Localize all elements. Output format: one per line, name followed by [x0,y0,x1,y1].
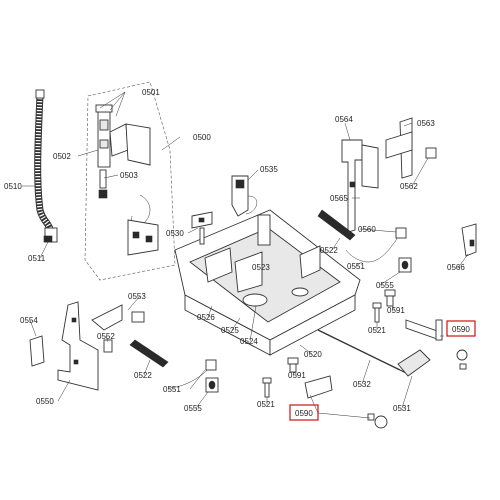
side-bracket-0562 [385,117,437,179]
label-0555-right: 0555 [376,281,394,290]
label-0530: 0530 [166,229,184,238]
label-0563: 0563 [417,119,435,128]
screw-0521-lower [262,377,272,398]
foot-0531 [397,349,431,377]
hose-clamp [43,227,58,243]
guide-rail-right [317,209,356,241]
label-0562: 0562 [400,182,418,191]
bracket-0553 [91,304,145,331]
label-0531: 0531 [393,404,411,413]
side-bracket-0565 [341,139,379,233]
support-0590-lower [304,375,388,429]
foot-0555-left [205,377,219,393]
label-0510: 0510 [4,182,22,191]
support-0590-upper [405,319,468,370]
label-0551-right: 0551 [347,262,365,271]
label-0560: 0560 [358,225,376,234]
label-0501: 0501 [142,88,160,97]
label-0554: 0554 [20,316,38,325]
label-0591-lower: 0591 [288,371,306,380]
label-0564: 0564 [335,115,353,124]
screw-0591-lower [287,357,299,373]
label-0522-left: 0522 [134,371,152,380]
label-0502: 0502 [53,152,71,161]
hinge-0566 [461,223,477,257]
cover-0554 [29,335,45,367]
label-0521-upper: 0521 [368,326,386,335]
pump-clip [191,211,213,245]
label-0565: 0565 [330,194,348,203]
highlight-box-0590-lower [289,404,319,421]
label-0520: 0520 [304,350,322,359]
assembly-outline-0500 [84,81,176,281]
label-0551-left: 0551 [163,385,181,394]
label-0535: 0535 [260,165,278,174]
label-0552: 0552 [97,332,115,341]
clip-0552 [103,339,113,353]
guide-rail-left [129,339,169,368]
label-0526: 0526 [197,313,215,322]
screw-0521-upper [372,302,382,323]
cable-harness-left [167,359,217,389]
wiring-connector [231,175,257,217]
label-0553: 0553 [128,292,146,301]
base-tub [174,209,361,356]
label-0590-upper: 0590 [452,325,470,334]
label-0500: 0500 [193,133,211,142]
drain-hose [34,89,54,239]
label-0523: 0523 [252,263,270,272]
label-0503: 0503 [120,171,138,180]
label-0522-right: 0522 [320,246,338,255]
label-0524: 0524 [240,337,258,346]
label-0525: 0525 [221,326,239,335]
cable-harness-right [345,227,407,263]
part-labels: 0501 0500 0502 0503 0510 0511 0535 0530 … [4,88,476,421]
label-0590-lower: 0590 [295,409,313,418]
label-0521-lower: 0521 [257,400,275,409]
foot-0555-right [398,257,412,273]
heater-bracket [127,194,159,256]
water-valve-assembly [95,104,151,199]
door-rod [317,329,409,375]
highlight-box-0590-upper [446,320,476,337]
label-0511: 0511 [28,254,46,263]
label-0550: 0550 [36,397,54,406]
label-0591-upper: 0591 [387,306,405,315]
label-0555-left: 0555 [184,404,202,413]
label-0532: 0532 [353,380,371,389]
label-0566: 0566 [447,263,465,272]
side-bracket-0550 [57,301,99,391]
screw-0591-upper [384,289,396,307]
leader-lines [22,91,469,419]
